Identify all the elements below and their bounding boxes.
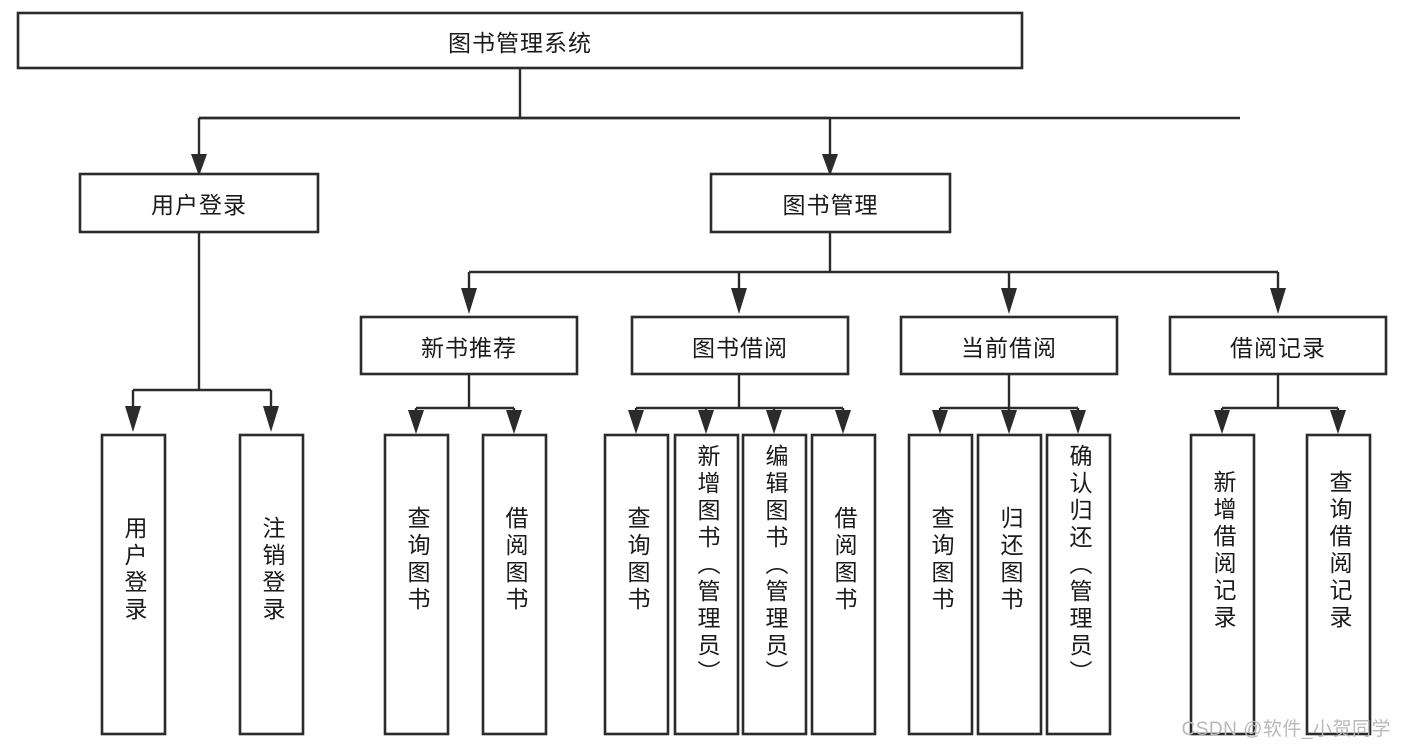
node-leaf-borrowrecord-add-record[interactable] [1189,433,1256,736]
arrow-head-borrow-record [1270,288,1286,314]
arrow-head-currentborrow-leaf-2 [1001,410,1017,434]
node-leaf-borrowrecord-query-record[interactable] [1305,433,1372,736]
arrow-head-user-login [191,154,207,176]
node-leaf-currentborrow-confirm-return[interactable] [1045,433,1112,736]
node-borrow-record[interactable] [1168,315,1388,376]
node-user-login[interactable] [78,172,320,234]
node-leaf-bookborrow-edit-book[interactable] [741,433,808,736]
node-book-borrow[interactable] [630,315,850,376]
arrow-head-currentborrow-leaf-1 [932,410,948,434]
node-leaf-bookborrow-add-book[interactable] [673,433,740,736]
arrow-head-bookborrow-leaf-2 [698,410,714,434]
arrow-head-book-borrow [731,288,747,314]
arrow-head-book-manage [822,154,838,176]
connector-group-book-borrow [628,375,851,434]
connector-group-user-login [125,233,279,432]
node-new-book-recommend[interactable] [359,315,579,376]
node-leaf-bookborrow-borrow-book[interactable] [810,433,877,736]
node-leaf-newbook-query-book[interactable] [383,433,450,736]
arrow-head-bookborrow-leaf-3 [766,410,782,434]
watermark-text: CSDN @软件_小贺同学 [1181,719,1391,740]
connector-group-borrow-record [1214,375,1346,434]
connector-group-root [191,69,1240,176]
node-current-borrow[interactable] [899,315,1119,376]
arrow-head-newbook-leaf-2 [506,410,522,434]
node-leaf-currentborrow-query-book[interactable] [907,433,974,736]
node-leaf-newbook-borrow-book[interactable] [481,433,548,736]
node-leaf-user-login[interactable] [100,433,167,736]
arrow-head-leaf-user-login [125,406,141,432]
arrow-head-current-borrow [1001,288,1017,314]
arrow-head-bookborrow-leaf-1 [628,410,644,434]
arrow-head-newbook-leaf-1 [408,410,424,434]
node-leaf-logout-login[interactable] [238,433,305,736]
connector-group-current-borrow [932,375,1086,434]
node-leaf-bookborrow-query-book[interactable] [603,433,670,736]
arrow-head-bookborrow-leaf-4 [835,410,851,434]
node-book-manage[interactable] [709,172,952,234]
node-root[interactable] [16,11,1024,70]
connector-group-book-manage [461,233,1286,314]
arrow-head-currentborrow-leaf-3 [1070,410,1086,434]
arrow-head-borrowrecord-leaf-2 [1330,410,1346,434]
node-leaf-currentborrow-return-book[interactable] [976,433,1043,736]
arrow-head-leaf-logout [263,406,279,432]
arrow-head-borrowrecord-leaf-1 [1214,410,1230,434]
arrow-head-new-book [461,288,477,314]
connector-group-new-book [408,375,522,434]
